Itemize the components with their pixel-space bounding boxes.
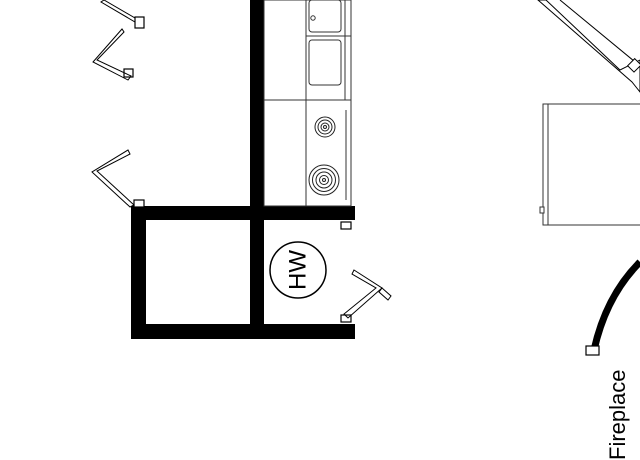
walls <box>131 0 355 339</box>
wall-top-horizontal <box>131 206 355 220</box>
sink-counter <box>263 0 352 101</box>
fireplace-hearth-arc <box>590 259 640 351</box>
bifold-door-left <box>91 149 135 208</box>
door-jamb-closet-bottom <box>340 314 352 323</box>
counter-strip <box>263 0 307 101</box>
water-heater-circle <box>269 241 327 299</box>
sink-basin-1 <box>308 0 342 33</box>
diagonal-piece-inner <box>559 0 640 67</box>
sink-basin-2 <box>308 39 342 86</box>
right-cabinet-handle <box>539 206 545 214</box>
bifold-doors <box>91 0 392 319</box>
right-cabinet-body <box>542 103 640 226</box>
water-heater: HW <box>269 241 327 299</box>
door-jamb-left-top <box>133 199 145 208</box>
fireplace-label: Fireplace <box>605 370 630 460</box>
bifold-door-upper-left-1 <box>100 0 136 23</box>
water-heater-label: HW <box>285 250 312 290</box>
faucet-icon <box>310 15 316 21</box>
wall-center-vertical <box>250 206 264 339</box>
diagonal-piece-outer <box>537 0 640 93</box>
diagonal-piece-knob <box>626 57 640 73</box>
door-jamb-closet-top <box>340 221 352 230</box>
fireplace-arc-end <box>585 345 600 356</box>
door-jamb-upper-left <box>134 16 145 29</box>
wall-vertical-upper <box>250 0 264 213</box>
bifold-door-upper-left-2 <box>92 28 132 81</box>
wall-bottom-horizontal <box>131 324 355 339</box>
diagonal-furniture <box>537 0 640 93</box>
stove-counter <box>263 99 307 207</box>
burner-small-icon <box>314 116 336 138</box>
bifold-door-closet <box>343 269 383 319</box>
bifold-door-closet-tail <box>378 287 392 301</box>
stove <box>263 99 352 207</box>
fireplace: Fireplace <box>585 259 640 460</box>
burner-large-icon <box>308 164 340 196</box>
right-cabinet <box>539 103 640 226</box>
wall-left-vertical <box>131 206 146 339</box>
